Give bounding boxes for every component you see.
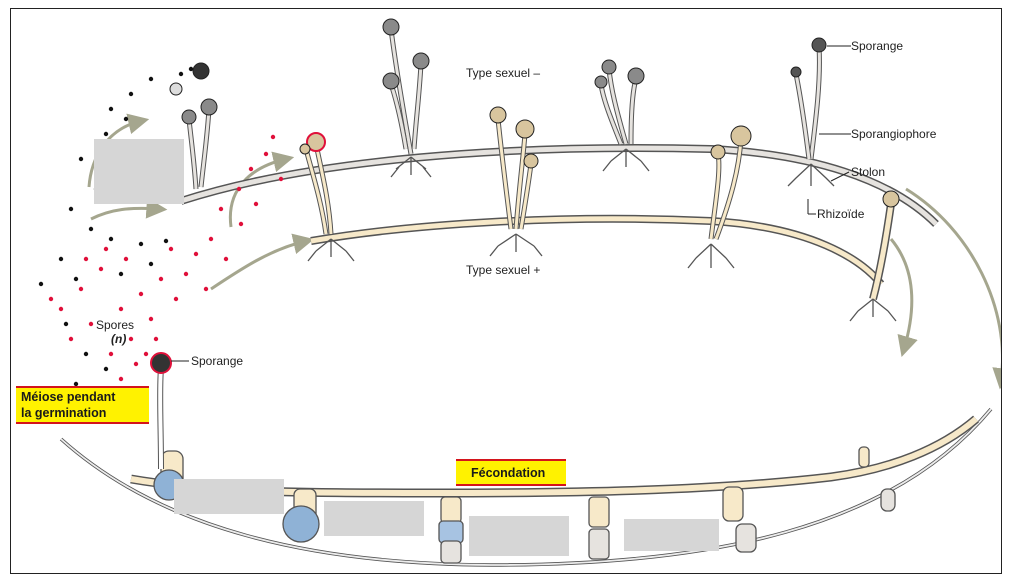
- spore-plus: [139, 292, 143, 296]
- label-sporange-bottom: Sporange: [191, 354, 243, 368]
- spore-minus: [149, 77, 153, 81]
- spore-plus: [209, 237, 213, 241]
- spore-plus: [159, 277, 163, 281]
- meiose-line2: la germination: [21, 406, 106, 420]
- spore-minus: [69, 207, 73, 211]
- spore-plus: [79, 287, 83, 291]
- arrow-to-plus: [211, 241, 306, 289]
- spore-minus: [149, 262, 153, 266]
- spore-minus: [104, 367, 108, 371]
- spore-plus: [49, 297, 53, 301]
- plus-sporangiophores: [160, 119, 741, 469]
- label-spores-n: (n): [111, 332, 126, 346]
- spore-plus: [99, 267, 103, 271]
- fecondation-label: Fécondation: [456, 460, 566, 485]
- spore-plus: [129, 337, 133, 341]
- spore-plus: [254, 202, 258, 206]
- spore-minus: [119, 272, 123, 276]
- spore-plus: [59, 307, 63, 311]
- spore-plus: [174, 297, 178, 301]
- hidden-box-5: [624, 519, 719, 551]
- spore-minus: [74, 277, 78, 281]
- spore-plus: [224, 257, 228, 261]
- spore-plus: [204, 287, 208, 291]
- rhizopus-life-cycle-diagram: Sporange Sporangiophore Stolon Rhizoïde …: [11, 9, 1002, 574]
- zygospore-2: [283, 506, 319, 542]
- hidden-box-3: [324, 501, 424, 536]
- spore-plus: [89, 322, 93, 326]
- hidden-box-1: [94, 139, 184, 204]
- gametangium-blue: [439, 521, 463, 543]
- arrow-mid-left: [230, 159, 286, 227]
- spore-minus: [74, 382, 78, 386]
- spore-plus: [239, 222, 243, 226]
- spore-plus: [271, 135, 275, 139]
- label-rhizoide: Rhizoïde: [817, 207, 865, 221]
- spore-minus: [124, 117, 128, 121]
- spore-minus: [139, 242, 143, 246]
- spore-minus: [84, 352, 88, 356]
- spore-minus: [189, 67, 193, 71]
- leader-lines: [171, 46, 851, 361]
- spore-plus: [69, 337, 73, 341]
- spore-plus: [84, 257, 88, 261]
- meiose-line1: Méiose pendant: [21, 390, 116, 404]
- spore-minus: [89, 227, 93, 231]
- spore-plus: [124, 257, 128, 261]
- spore-plus: [134, 362, 138, 366]
- hidden-box-4: [469, 516, 569, 556]
- spore-plus: [144, 352, 148, 356]
- hidden-box-2: [174, 479, 284, 514]
- spore-minus: [59, 257, 63, 261]
- spore-minus: [109, 237, 113, 241]
- plus-stolon: [311, 204, 891, 299]
- spores: [39, 67, 283, 386]
- spore-plus: [104, 247, 108, 251]
- spore-plus: [279, 177, 283, 181]
- spore-minus: [109, 107, 113, 111]
- cycle-arrows: [89, 121, 1002, 381]
- spore-plus: [119, 307, 123, 311]
- fecondation-text: Fécondation: [471, 466, 545, 480]
- label-spores: Spores: [96, 318, 134, 332]
- label-type-sexuel-minus: Type sexuel –: [466, 66, 540, 80]
- spore-plus: [109, 352, 113, 356]
- spore-plus: [184, 272, 188, 276]
- label-stolon: Stolon: [851, 165, 885, 179]
- spore-plus: [249, 167, 253, 171]
- spore-minus: [129, 92, 133, 96]
- spore-minus: [104, 132, 108, 136]
- spore-plus: [119, 377, 123, 381]
- arrow-right-outer: [906, 189, 1002, 381]
- meiose-label: Méiose pendant la germination: [16, 387, 149, 423]
- spore-plus: [194, 252, 198, 256]
- label-type-sexuel-plus: Type sexuel +: [466, 263, 540, 277]
- label-sporangiophore: Sporangiophore: [851, 127, 937, 141]
- diagram-frame: Sporange Sporangiophore Stolon Rhizoïde …: [10, 8, 1002, 574]
- spore-minus: [164, 239, 168, 243]
- spore-plus: [264, 152, 268, 156]
- spore-minus: [79, 157, 83, 161]
- label-sporange-top: Sporange: [851, 39, 903, 53]
- spore-plus: [169, 247, 173, 251]
- spore-plus: [219, 207, 223, 211]
- spore-minus: [64, 322, 68, 326]
- spore-minus: [39, 282, 43, 286]
- spore-minus: [179, 72, 183, 76]
- spore-plus: [149, 317, 153, 321]
- spore-plus: [154, 337, 158, 341]
- arrow-upper-left: [91, 208, 159, 219]
- arrow-right-inner: [891, 239, 912, 349]
- spore-plus: [237, 187, 241, 191]
